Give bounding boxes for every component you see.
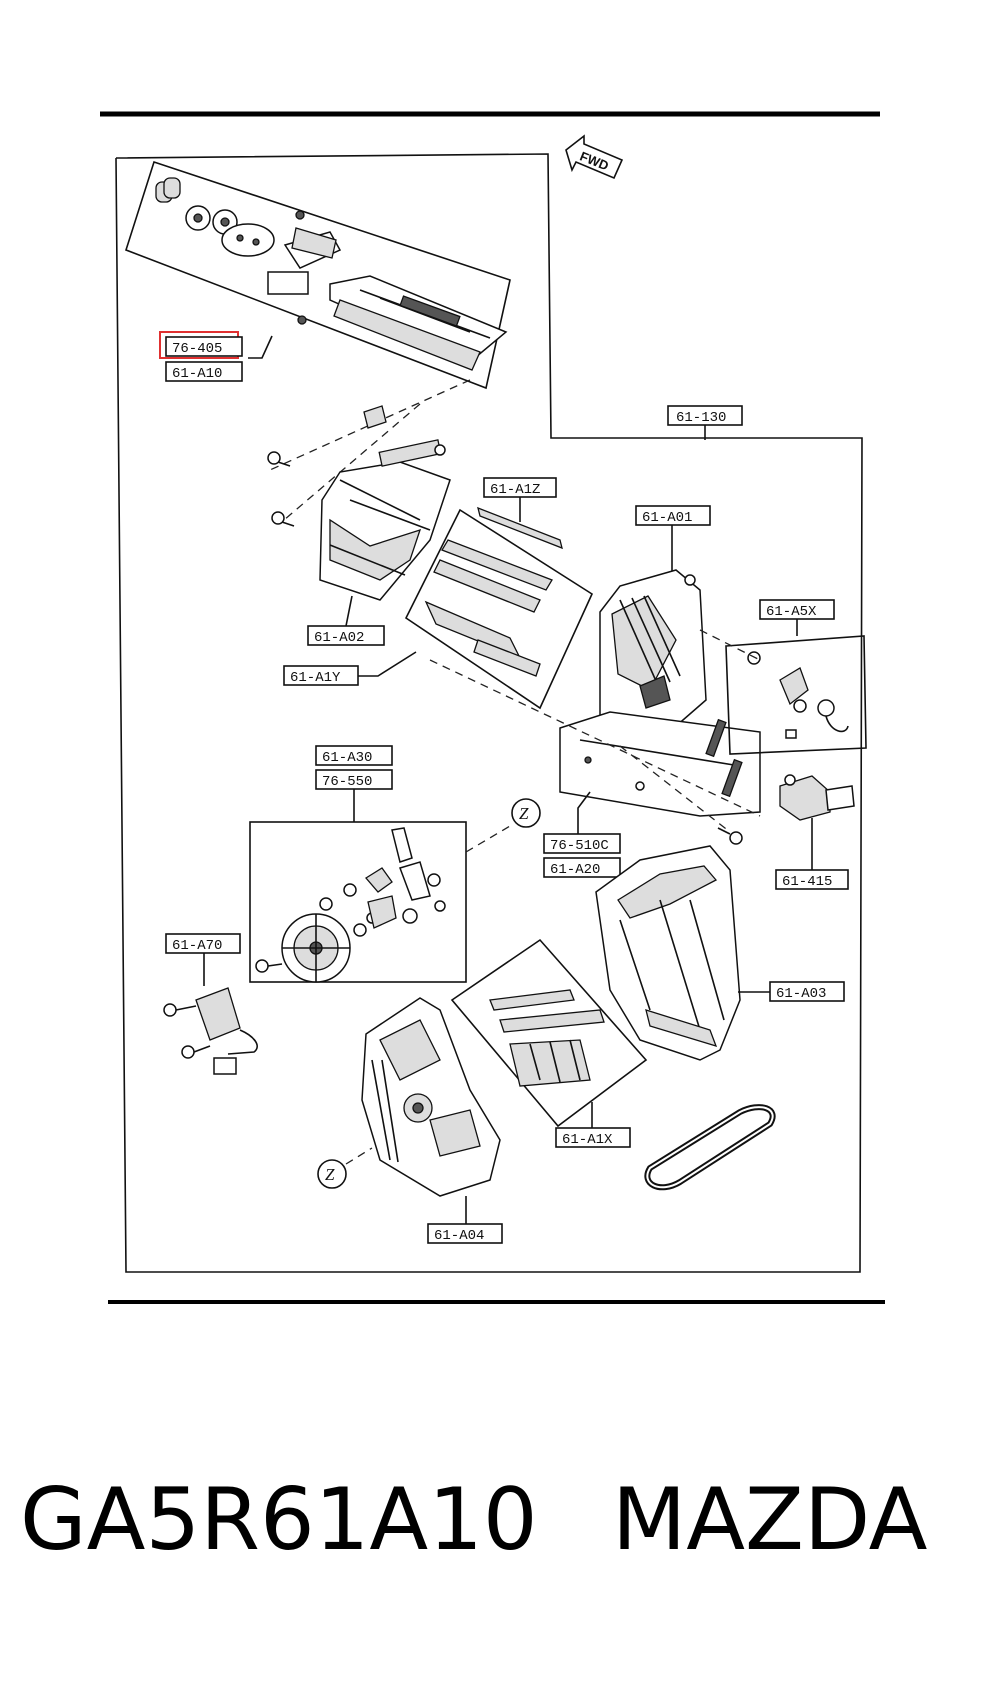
- parts-diagram: FWD 76-405 61-A10: [100, 111, 885, 1304]
- main-frame: [115, 153, 863, 1273]
- label-76-510C-text: 76-510C: [550, 838, 609, 854]
- label-61-A30: 61-A30: [315, 745, 393, 766]
- seal-block: [363, 405, 387, 429]
- label-61-A1X: 61-A1X: [555, 1127, 631, 1148]
- label-61-A10: 61-A10: [165, 361, 243, 382]
- heater-core-group: [125, 160, 511, 390]
- label-61-A1X-text: 61-A1X: [562, 1132, 613, 1148]
- label-76-550-text: 76-550: [322, 774, 372, 790]
- screw-icon: [255, 959, 283, 973]
- caption-brand: MAZDA: [612, 1470, 928, 1570]
- label-61-A02: 61-A02: [307, 625, 385, 646]
- label-61-A03: 61-A03: [769, 981, 845, 1002]
- damper-frame-a1x: [450, 938, 648, 1128]
- label-61-A70-text: 61-A70: [172, 938, 222, 954]
- screw-icon: [717, 827, 743, 845]
- caption: GA5R61A10 MAZDA: [0, 1465, 992, 1585]
- label-61-A1Z: 61-A1Z: [483, 477, 557, 498]
- label-76-405: 76-405: [165, 336, 243, 357]
- case-right-a03: [595, 845, 741, 1061]
- ref-marker-text: Z: [325, 1165, 335, 1184]
- case-lower-a04: [361, 997, 501, 1197]
- gasket-seal: [644, 1104, 776, 1191]
- label-76-405-text: 76-405: [172, 341, 222, 357]
- label-61-A1Y-text: 61-A1Y: [290, 670, 341, 686]
- label-61-A04: 61-A04: [427, 1223, 503, 1244]
- label-61-130: 61-130: [667, 405, 743, 426]
- label-61-130-text: 61-130: [676, 410, 726, 426]
- blower-case-a01: [599, 569, 707, 741]
- link-kit-a5x: [725, 635, 867, 755]
- label-76-510C: 76-510C: [543, 833, 621, 854]
- damper-frame-a1y: [404, 508, 594, 710]
- label-61-A1Z-text: 61-A1Z: [490, 482, 540, 498]
- label-61-A20-text: 61-A20: [550, 862, 600, 878]
- label-61-A04-text: 61-A04: [434, 1228, 484, 1244]
- screw-icon: [271, 511, 295, 527]
- caption-part-number: GA5R61A10: [20, 1470, 538, 1570]
- ref-marker-z-top: Z: [511, 798, 541, 828]
- actuator-415: [779, 774, 855, 821]
- label-61-A02-text: 61-A02: [314, 630, 364, 646]
- label-61-415: 61-415: [775, 869, 849, 890]
- label-61-415-text: 61-415: [782, 874, 832, 890]
- lower-housing-a20: [559, 711, 761, 817]
- label-61-A03-text: 61-A03: [776, 986, 826, 1002]
- fwd-arrow-icon: FWD: [565, 134, 624, 180]
- label-61-A1Y: 61-A1Y: [283, 665, 359, 686]
- actuator-a70: [163, 987, 258, 1075]
- label-61-A20: 61-A20: [543, 857, 621, 878]
- label-61-A01: 61-A01: [635, 505, 711, 526]
- label-76-550: 76-550: [315, 769, 393, 790]
- screw-icon: [181, 1045, 211, 1059]
- screw-icon: [163, 1003, 197, 1017]
- label-61-A5X: 61-A5X: [759, 599, 835, 620]
- screw-icon: [267, 451, 291, 467]
- label-61-A30-text: 61-A30: [322, 750, 372, 766]
- label-61-A10-text: 61-A10: [172, 366, 222, 382]
- linkage-kit-a30: [249, 821, 467, 983]
- ref-marker-text: Z: [519, 804, 529, 823]
- label-61-A5X-text: 61-A5X: [766, 604, 817, 620]
- case-left-a02: [319, 439, 451, 601]
- label-61-A01-text: 61-A01: [642, 510, 692, 526]
- label-61-A70: 61-A70: [165, 933, 241, 954]
- ref-marker-z-bottom: Z: [317, 1159, 347, 1189]
